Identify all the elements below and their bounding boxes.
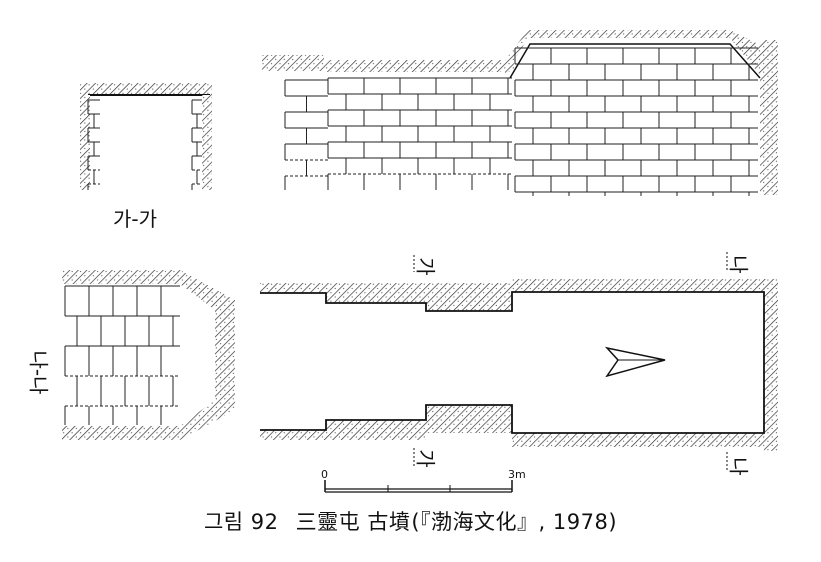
north-arrow-icon [604, 346, 666, 378]
scale-end: 3m [508, 468, 526, 481]
section-a-drawing [80, 83, 212, 190]
plan-drawing [260, 252, 778, 472]
plan-marker-b-top: 나 [726, 255, 751, 274]
scale-start: 0 [321, 468, 328, 481]
caption-number: 그림 92 [203, 510, 279, 534]
caption-title: 三靈屯 古墳 [295, 510, 411, 534]
section-a-label: 가-가 [113, 207, 158, 231]
section-b-drawing [62, 270, 235, 440]
caption-source: (『渤海文化』, 1978) [411, 510, 618, 534]
section-b-label: 나-나 [26, 350, 51, 395]
plan-marker-b-bottom: 나 [726, 457, 751, 476]
scale-bar [324, 480, 513, 493]
plan-marker-a-bottom: 가 [413, 449, 438, 468]
figure-caption: 그림 92 三靈屯 古墳(『渤海文化』, 1978) [0, 506, 821, 536]
elevation-drawing [262, 30, 778, 196]
plan-marker-a-top: 가 [413, 257, 438, 276]
